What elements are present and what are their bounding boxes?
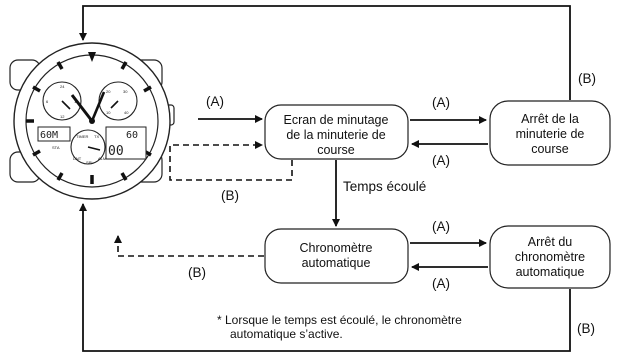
subdial-mark-6: 6 [46,99,49,104]
subdial-mark-20: 20 [106,89,111,94]
node-stop-timer-line1: Arrêt de la [521,112,579,126]
mode-mark-tx: TX [94,134,99,139]
label-a-timing-to-stop: (A) [432,95,450,110]
node-chronograph-line1: Chronomètre [300,241,373,255]
dashed-chrono-to-watch [114,235,264,257]
node-stop-chrono-line1: Arrêt du [528,235,573,249]
watch-illustration: 24 6 12 18 20 30 10 40 TIMER TX DNT SPL … [9,42,175,200]
label-a-chrono-to-stop: (A) [432,219,450,234]
node-chronograph-line2: automatique [302,256,371,270]
lcd-right-readout: 60 [126,130,138,141]
label-a-watch-to-timing: (A) [206,94,224,109]
node-chronograph: Chronomètre automatique [264,228,409,284]
arrow-stop-timer-to-watch [79,5,571,100]
node-stop-timer-line2: minuterie de [516,127,585,141]
footnote-line1: * Lorsque le temps est écoulé, le chrono… [217,313,462,327]
mode-mark-timer: TIMER [76,134,89,139]
subdial-mark-10: 10 [106,110,111,115]
node-stop-timer: Arrêt de la minuterie de course [489,100,611,166]
lcd-left-readout: 60M [40,130,58,141]
label-b-stop-chrono-loop: (B) [577,321,595,336]
node-stop-timer-line3: course [531,142,569,156]
subdial-mark-40: 40 [124,110,129,115]
node-timing-screen-line3: course [317,143,355,157]
subdial-mark-30: 30 [123,89,128,94]
mode-mark-dnt: DNT [73,156,82,161]
footnote-line2: automatique s’active. [230,327,343,341]
subdial-mark-24: 24 [60,84,65,89]
mode-mark-alm: ALM [98,156,106,161]
label-a-stop-to-chrono: (A) [432,276,450,291]
label-b-chrono-loop: (B) [188,265,206,280]
label-time-elapsed: Temps écoulé [343,179,426,194]
label-b-stop-timer-loop: (B) [578,71,596,86]
node-timing-screen-line1: Ecran de minutage [284,113,389,127]
mode-mark-spl: SPL [86,160,94,165]
dashed-loop-timing [169,141,293,181]
label-a-stop-to-timing: (A) [432,153,450,168]
label-b-timing-loop: (B) [221,188,239,203]
node-stop-chrono: Arrêt du chronomètre automatique [489,225,611,289]
subdial-mark-12: 12 [60,114,65,119]
arrow-stop-chrono-to-watch [79,203,571,352]
node-timing-screen: Ecran de minutage de la minuterie de cou… [264,104,409,160]
lcd-big-readout: 00 [108,144,124,159]
node-stop-chrono-line2: chronomètre [515,250,585,264]
node-timing-screen-line2: de la minuterie de [286,128,385,142]
node-stop-chrono-line3: automatique [516,265,585,279]
lcd-left-sta: STA [52,145,60,150]
